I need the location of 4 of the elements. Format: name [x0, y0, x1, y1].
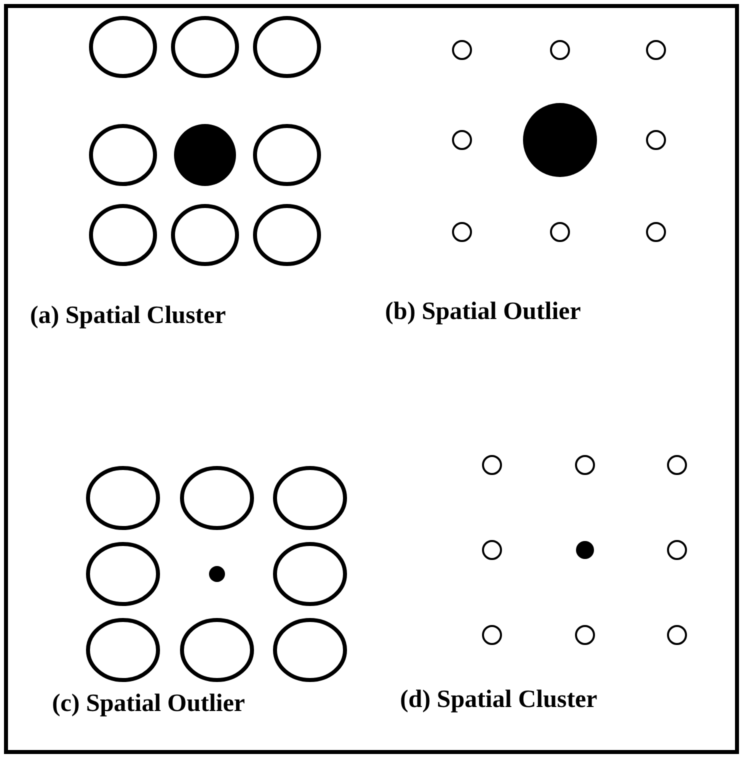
panel-caption: (a) Spatial Cluster: [30, 302, 226, 330]
panel-caption: (c) Spatial Outlier: [52, 690, 246, 718]
panel-caption: (d) Spatial Cluster: [400, 686, 598, 714]
panel-caption: (b) Spatial Outlier: [385, 298, 581, 326]
